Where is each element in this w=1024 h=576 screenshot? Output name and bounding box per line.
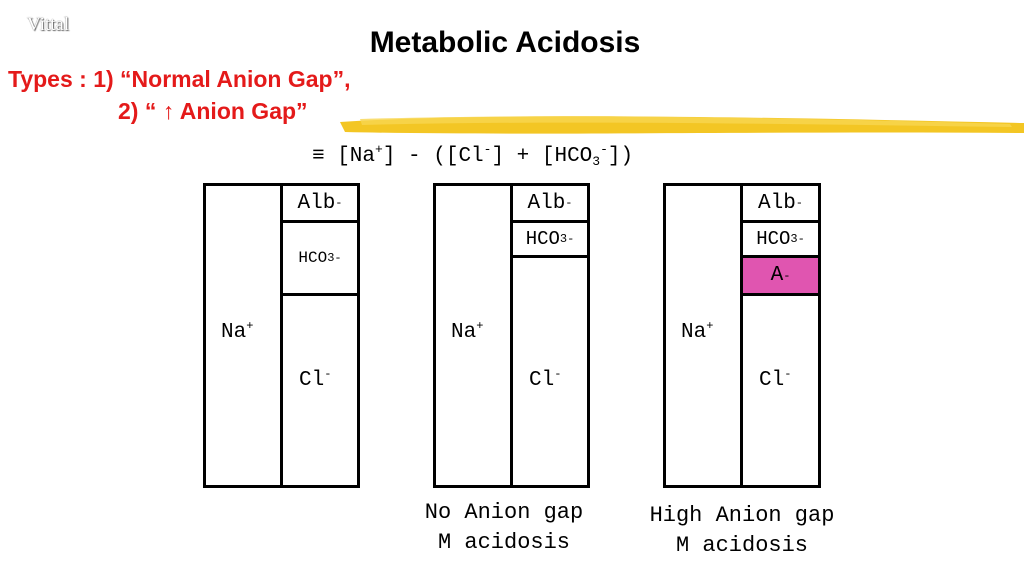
sodium-label: Na+ — [221, 319, 254, 344]
chloride-label: Cl- — [529, 367, 562, 392]
anion-gap-formula: ≡ [Na+] - ([Cl-] + [HCO3-]) — [312, 142, 634, 169]
types-line-1: Types : 1) “Normal Anion Gap”, — [8, 66, 351, 92]
caption-line: No Anion gap — [424, 500, 584, 525]
unmeasured-anion-cell: A- — [740, 255, 821, 296]
sodium-label: Na+ — [681, 319, 714, 344]
author-watermark: Vittal — [27, 14, 70, 35]
caption-line: M acidosis — [675, 533, 809, 558]
caption-line: High Anion gap — [649, 503, 835, 528]
chloride-label: Cl- — [759, 367, 792, 392]
types-line-2: 2) “ ↑ Anion Gap” — [118, 98, 308, 124]
high-anion-gap-caption: High Anion gap M acidosis — [629, 501, 855, 561]
albumin-cell: Alb- — [280, 183, 360, 223]
albumin-cell: Alb- — [740, 183, 821, 223]
sodium-label: Na+ — [451, 319, 484, 344]
chloride-label: Cl- — [299, 367, 332, 392]
albumin-cell: Alb- — [510, 183, 590, 223]
caption-line: M acidosis — [437, 530, 571, 555]
no-anion-gap-caption: No Anion gap M acidosis — [404, 498, 604, 558]
slide-title: Metabolic Acidosis — [369, 26, 641, 59]
